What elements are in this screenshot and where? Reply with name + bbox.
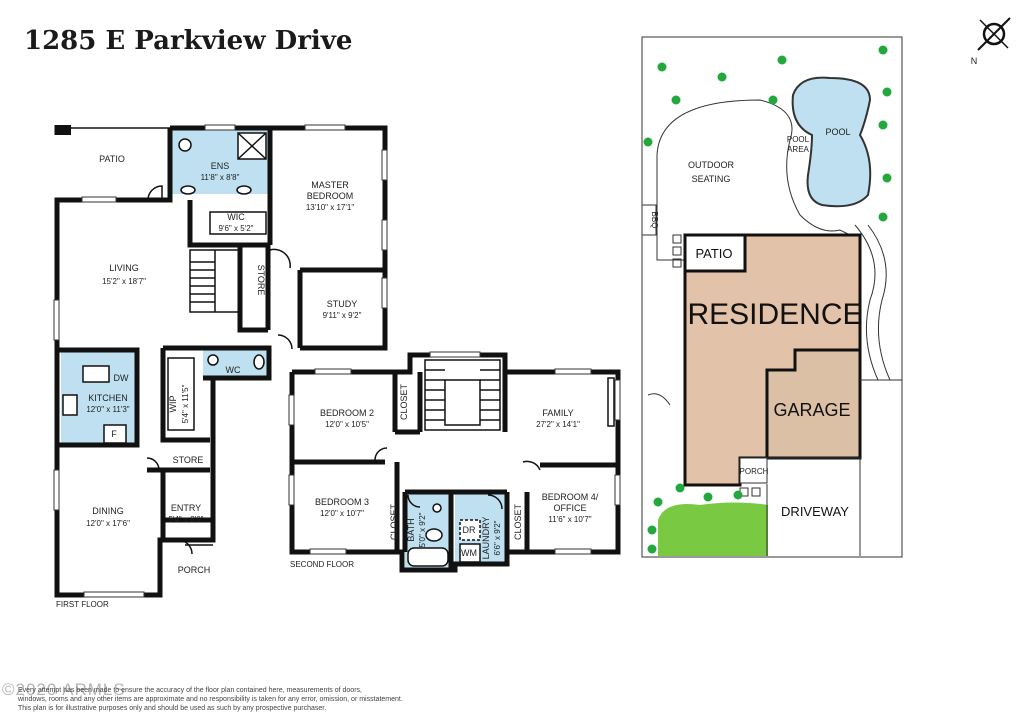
wic-dims: 9'6" x 5'2" [219,224,254,233]
site-boundary [641,36,903,558]
living-dims: 15'2" x 18'7" [102,277,146,286]
master-bedroom-dims: 13'10" x 17'1" [306,203,354,212]
bedroom2-dims: 12'0" x 10'5" [325,420,369,429]
study-dims: 9'11" x 9'2" [323,311,362,320]
dryer-label: DR [463,525,476,535]
living-label: LIVING [109,263,139,273]
site-plan: OUTDOOR SEATING POOL POOL AREA BBQ PATIO… [641,36,903,558]
outdoor-seating-label-2: SEATING [692,174,731,184]
first-floor-plan: PATIO ENS 11'8" x 8'8" MASTER BEDROOM 13… [53,124,388,609]
laundry-label: LAUNDRY [481,517,491,560]
master-bedroom-label-1: MASTER [311,180,349,190]
disclaimer-line-1: Every attempt has been made to ensure th… [18,687,362,694]
closet-label-3: CLOSET [513,503,523,540]
bedroom3-label: BEDROOM 3 [315,497,369,507]
store-label-2: STORE [173,455,204,465]
site-patio-label: PATIO [695,246,732,261]
wip-label: WIP [168,396,178,413]
wc-label: WC [226,365,241,375]
master-bedroom-label-2: BEDROOM [307,191,354,201]
garage-label: GARAGE [773,400,850,420]
closet-label-1: CLOSET [399,383,409,420]
second-floor-label: SECOND FLOOR [290,560,354,569]
ens-dims: 11'8" x 8'8" [201,173,240,182]
dining-dims: 12'0" x 17'6" [86,519,130,528]
first-floor-windows [53,124,388,598]
disclaimer: Every attempt has been made to ensure th… [18,686,438,713]
bath-dims: 5'0" x 9'2" [418,512,427,547]
entry-dims: 5'4" x 8'0" [169,515,204,524]
dw-label: DW [114,373,129,383]
bbq [641,204,657,236]
second-floor-windows [288,351,621,555]
fridge-label: F [111,429,117,439]
bedroom4-label-1: BEDROOM 4/ [542,492,599,502]
pool-label: POOL [825,127,850,137]
entry-label: ENTRY [171,503,201,513]
closet-label-2: CLOSET [389,503,399,540]
residence-label: RESIDENCE [687,298,862,331]
bedroom3-dims: 12'0" x 10'7" [320,509,364,518]
driveway-label: DRIVEWAY [781,504,849,519]
site-patio [683,233,747,273]
pool-area-label-2: AREA [787,145,809,154]
lawn [658,502,768,556]
compass-icon: N [971,17,1011,66]
disclaimer-line-3: This plan is for illustrative purposes o… [18,705,327,712]
pool [791,76,872,208]
patio-label: PATIO [99,154,125,164]
family-label: FAMILY [542,408,573,418]
copyright-watermark: ©2020 ARMLS [2,680,126,699]
washer-label: WM [461,548,477,558]
wip-dims: 5'4" x 11'5" [181,384,190,423]
first-floor-label: FIRST FLOOR [56,600,109,609]
kitchen-label: KITCHEN [88,393,128,403]
wic-label: WIC [227,212,245,222]
compass-north-label: N [971,56,978,66]
laundry-dims: 6'6" x 9'2" [493,520,502,555]
site-porch-label: PORCH [740,467,769,476]
bbq-label: BBQ [650,212,659,229]
kitchen-dims: 12'0" x 11'3" [86,405,129,414]
porch-label: PORCH [178,565,211,575]
property-title: 1285 E Parkview Drive [24,26,353,56]
pool-area-label-1: POOL [787,135,810,144]
dining-label: DINING [92,506,124,516]
second-floor-plan: BEDROOM 2 12'0" x 10'5" CLOSET FAMILY 27… [288,351,621,573]
bath-label: BATH [406,518,416,541]
bedroom4-label-2: OFFICE [554,503,587,513]
bedroom4-dims: 11'6" x 10'7" [548,515,591,524]
disclaimer-line-2: windows, rooms and any other items are a… [18,696,403,703]
site-porch [739,457,768,484]
trees [643,45,892,554]
outdoor-seating-label-1: OUTDOOR [688,160,734,170]
store-label-1: STORE [256,265,266,296]
family-dims: 27'2" x 14'1" [536,420,580,429]
bedroom2-label: BEDROOM 2 [320,408,374,418]
ens-label: ENS [211,161,230,171]
study-label: STUDY [327,299,358,309]
